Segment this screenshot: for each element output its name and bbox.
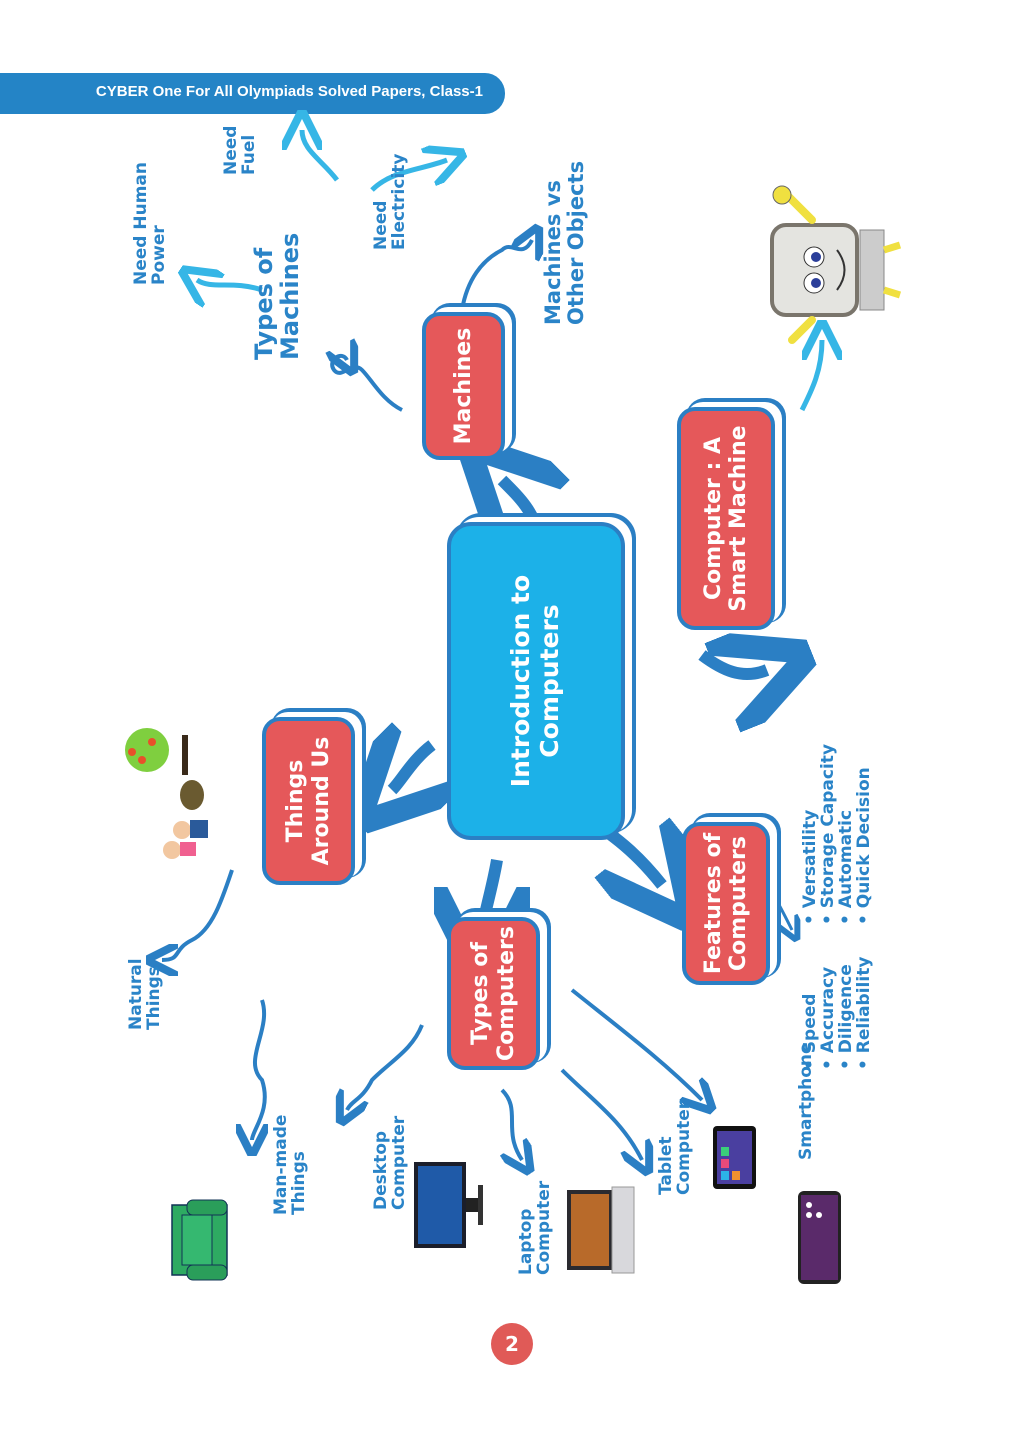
book-title: CYBER One For All Olympiads Solved Paper… [95,83,483,100]
arrow-smart-to-cartoon [799,340,822,412]
arrow-to-things [392,745,432,790]
desktop-monitor-icon [412,1160,487,1250]
tree-children-animal-icon [122,720,242,870]
armchair-icon [152,1195,242,1285]
page-number-badge: 2 [491,1323,533,1365]
curl-desktop [347,1024,424,1110]
laptop-icon [562,1185,637,1275]
arrow-need-fuel [302,130,339,182]
curl-laptop [502,1088,522,1160]
connectors [102,120,942,1360]
feature-item: • Reliability [853,956,874,1070]
curl-natural [162,869,234,960]
arrow-need-electricity [370,160,447,192]
header-banner: CYBER One For All Olympiads Solved Paper… [0,73,505,114]
curl-types-machines [332,356,403,412]
curl-smartphone [570,988,702,1100]
features-list-col2: • Versatility • Storage Capacity • Autom… [800,744,874,925]
arrow-need-human [197,280,263,290]
features-list-col1: • Speed • Accuracy • Diligence • Reliabi… [800,956,874,1070]
curl-tablet [560,1068,642,1160]
arrow-to-smart-machine [698,655,767,674]
smartphone-icon [797,1190,842,1285]
curl-machines-vs [460,240,532,311]
curl-manmade [252,999,265,1140]
machines-node[interactable]: Machines [422,312,505,460]
tablet-icon [712,1125,757,1190]
feature-item: • Quick Decision [853,767,874,925]
cartoon-computer-icon [752,185,902,345]
